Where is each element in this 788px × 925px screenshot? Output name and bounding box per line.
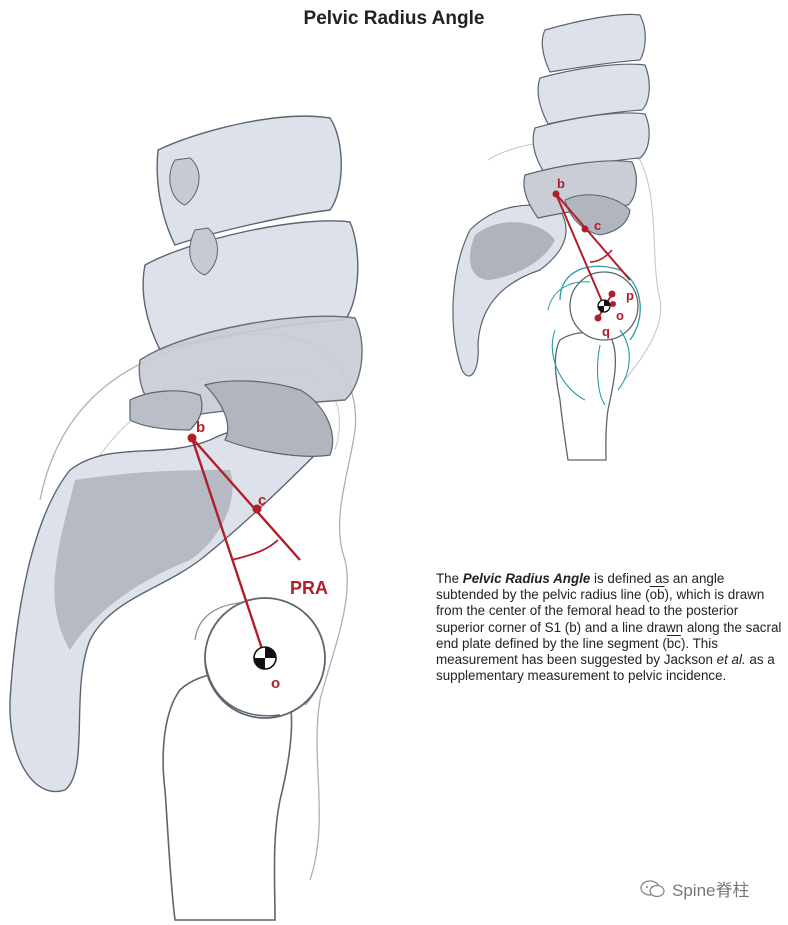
femoral-center-marker — [253, 646, 277, 670]
caption-bc: bc — [666, 635, 681, 651]
large-measurement: b c o PRA — [187, 419, 328, 692]
vertebra-l3-pedicle — [169, 157, 200, 206]
caption-ob: ob — [649, 587, 665, 603]
sacral-endplate-line-bc — [191, 437, 301, 561]
small-measurement: b c p o q — [552, 176, 634, 339]
caption-part: ). This measurement has been suggested b… — [436, 635, 718, 668]
point-c — [252, 504, 262, 514]
large-pelvis-view — [9, 115, 363, 921]
caption-part: The — [436, 571, 463, 586]
small-vertebra-3 — [532, 112, 650, 175]
wechat-icon — [640, 879, 665, 897]
small-point-c — [581, 225, 589, 233]
small-label-p: p — [626, 288, 634, 303]
small-label-o: o — [616, 308, 624, 323]
caption-part: ), which is drawn from the center of the… — [436, 587, 782, 651]
small-teal-contour-2 — [551, 329, 630, 406]
label-b: b — [196, 419, 205, 436]
vertebra-l4-pedicle — [189, 227, 218, 276]
facet-joint — [203, 380, 334, 457]
small-point-q — [594, 314, 602, 322]
small-point-o — [610, 301, 616, 307]
page-title: Pelvic Radius Angle — [303, 8, 485, 29]
point-b — [187, 433, 197, 443]
caption-part: is defined as an angle subtended by the … — [436, 571, 725, 603]
small-femoral-center-marker — [597, 299, 611, 313]
pra-angle-arc — [231, 539, 279, 561]
small-label-b: b — [557, 176, 565, 191]
small-angle-arc — [589, 249, 613, 263]
femoral-head-arc — [204, 659, 281, 717]
small-teal-contour-1 — [559, 265, 641, 341]
small-vertebra-1 — [541, 13, 646, 73]
watermark: Spine脊柱 — [640, 876, 749, 901]
small-point-p — [608, 290, 616, 298]
caption-etal: et al. — [716, 652, 746, 668]
small-point-b — [552, 190, 560, 198]
vertebra-l3 — [156, 115, 342, 246]
small-pelvic-radius-line — [555, 193, 605, 307]
caption-text: The Pelvic Radius Angle is defined as an… — [436, 571, 788, 684]
small-label-c: c — [594, 218, 601, 233]
small-teal-contour-3 — [547, 281, 591, 311]
small-facet — [564, 194, 631, 236]
small-vertebra-2 — [537, 63, 650, 125]
small-endplate-line — [555, 193, 631, 281]
caption-part: as a supplementary measurement to pelvic… — [436, 652, 775, 684]
s1-body — [129, 390, 203, 431]
small-label-q: q — [602, 324, 610, 339]
caption-term: Pelvic Radius Angle — [462, 571, 591, 586]
label-c: c — [258, 492, 266, 509]
sacrum-shadow — [54, 470, 233, 650]
pelvic-radius-line-ob — [190, 437, 267, 659]
watermark-text: Spine脊柱 — [672, 881, 750, 900]
small-sacrum-shadow — [470, 222, 555, 280]
small-femur — [554, 331, 617, 461]
label-o: o — [271, 675, 280, 692]
label-pra: PRA — [290, 578, 328, 598]
small-pelvis-view — [452, 13, 662, 461]
